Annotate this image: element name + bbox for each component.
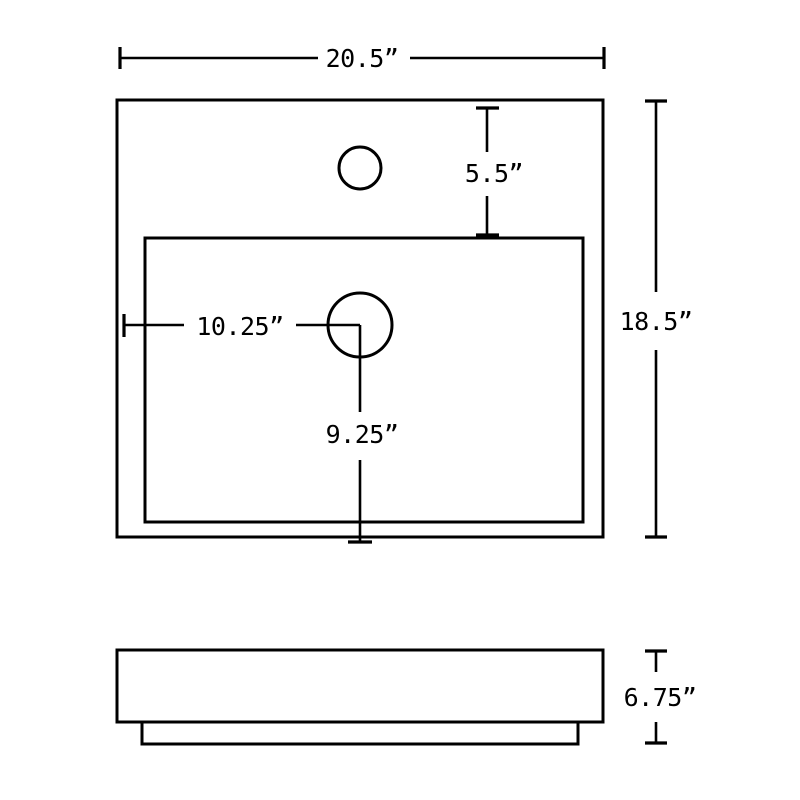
dimension-width-label: 20.5” [326,44,399,73]
sink-inner-basin [143,236,585,524]
dimension-drain-from-bottom-label: 9.25” [326,420,399,449]
sink-side-base [140,720,580,746]
dimension-width: 20.5” [118,44,606,73]
dimension-depth-label: 6.75” [624,683,697,712]
dimension-faucet-offset: 5.5” [465,106,524,237]
dimension-depth: 6.75” [624,649,697,745]
sink-side-body [115,648,605,724]
side-view-group [115,648,605,746]
dimension-drain-from-left: 10.25” [122,312,362,378]
faucet-hole-icon [337,145,383,191]
dimension-height-label: 18.5” [620,307,693,336]
dimension-height: 18.5” [620,99,693,539]
dimension-drain-from-bottom: 9.25” [326,378,399,544]
dimension-drain-from-left-label: 10.25” [196,312,283,341]
dimension-faucet-offset-label: 5.5” [465,159,523,188]
